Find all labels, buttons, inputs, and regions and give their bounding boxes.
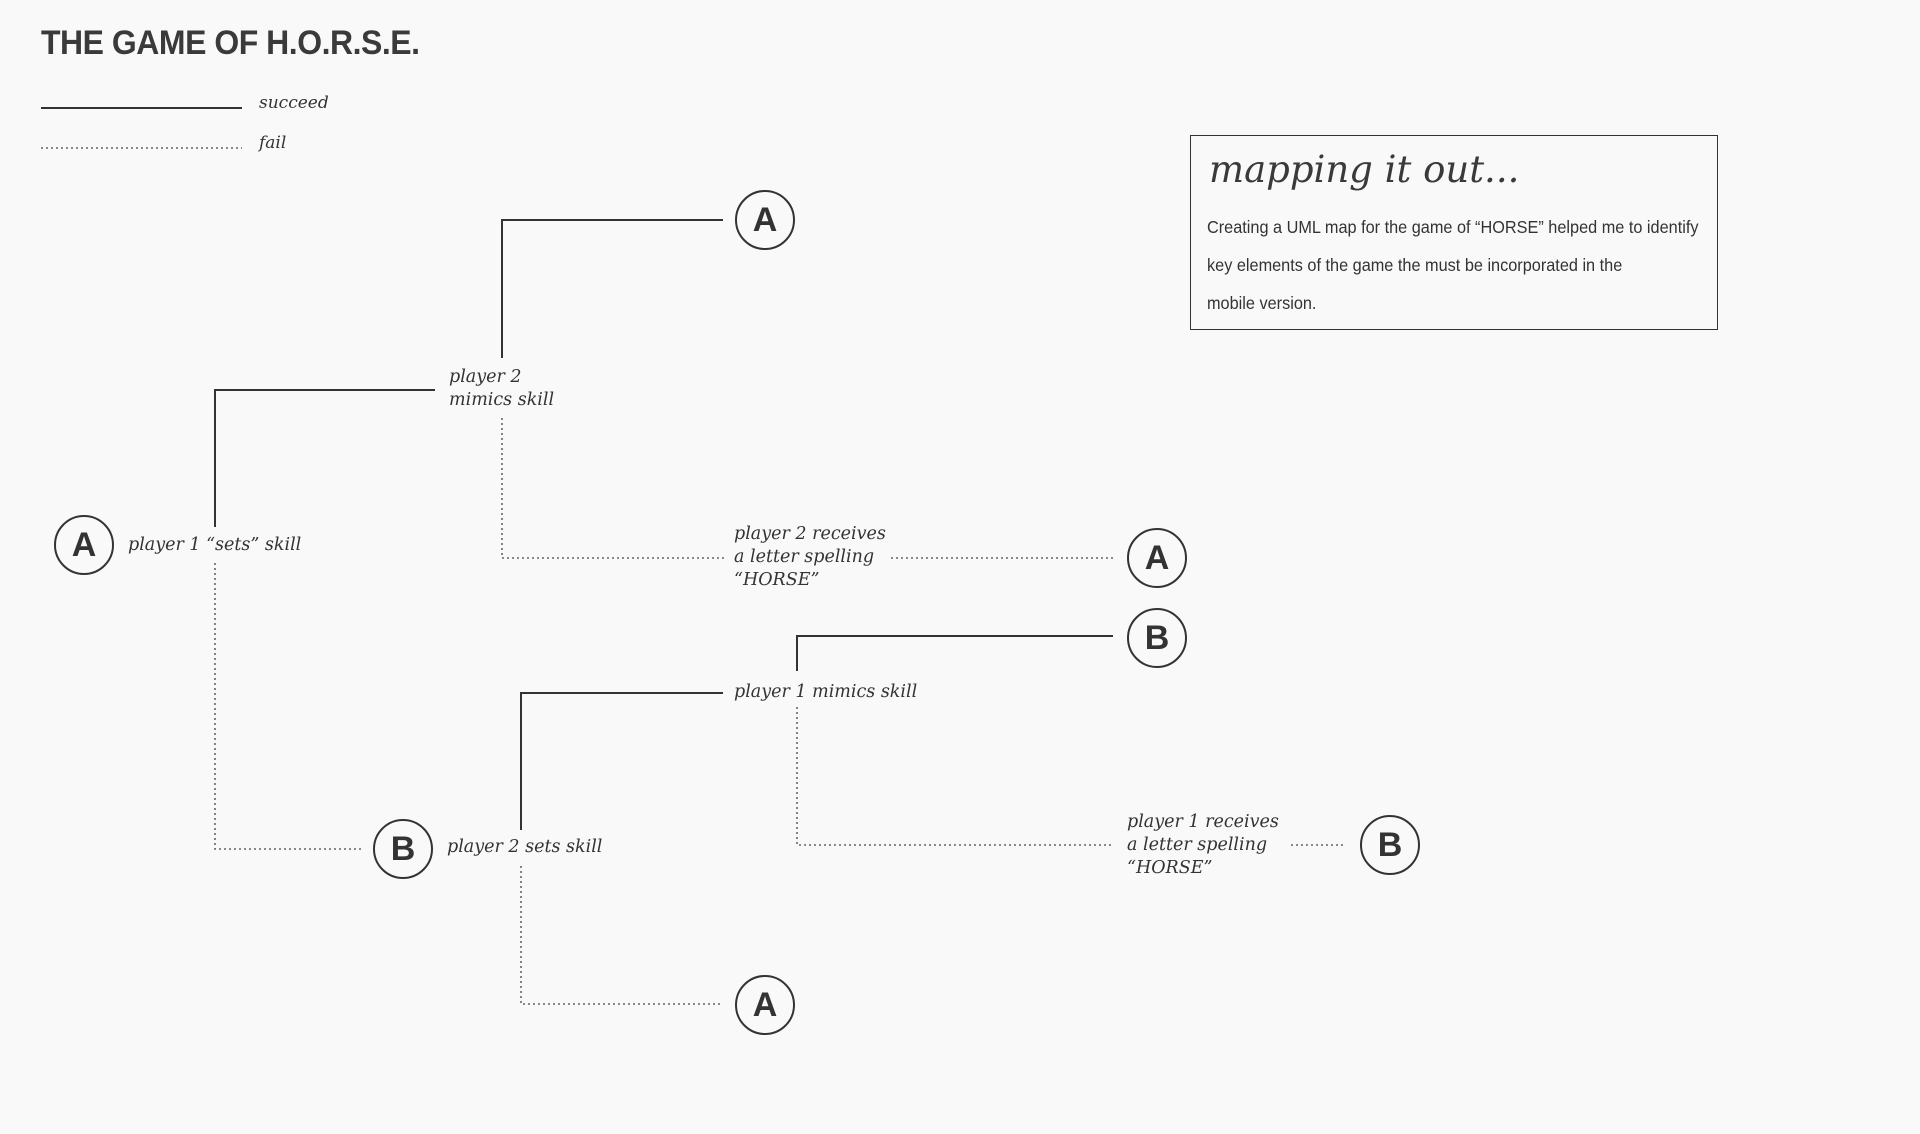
connector-p2-sets-to-a-bottom bbox=[520, 866, 723, 1005]
label-p1-mimics-skill: player 1 mimics skill bbox=[734, 682, 918, 702]
connector-p2-sets-to-p1-mimics bbox=[520, 692, 723, 830]
node-success-a-top: A bbox=[735, 190, 795, 250]
label-line: player 1 receives bbox=[1127, 812, 1279, 832]
connector-p1-sets-to-b bbox=[214, 563, 362, 850]
node-p2-sets-b: B bbox=[373, 819, 433, 879]
node-bottom-a: A bbox=[735, 975, 795, 1035]
connector-p1-sets-to-p2-mimics bbox=[214, 389, 435, 527]
legend-succeed-label: succeed bbox=[259, 93, 329, 113]
page-title: THE GAME OF H.O.R.S.E. bbox=[41, 24, 420, 62]
legend-fail-label: fail bbox=[259, 133, 287, 153]
info-box-line: Creating a UML map for the game of “HORS… bbox=[1207, 217, 1699, 237]
connector-p1-mimics-to-b bbox=[796, 635, 1113, 671]
label-line: “HORSE” bbox=[734, 570, 820, 590]
info-box-line: mobile version. bbox=[1207, 293, 1317, 313]
info-box-heading: mapping it out... bbox=[1209, 148, 1520, 191]
label-line: a letter spelling bbox=[1127, 835, 1268, 855]
label-line: player 2 bbox=[449, 367, 522, 387]
info-box-body: Creating a UML map for the game of “HORS… bbox=[1207, 208, 1698, 322]
connector-p2-mimics-to-p2-receives bbox=[501, 418, 725, 559]
info-box-line: key elements of the game the must be inc… bbox=[1207, 255, 1623, 275]
label-line: mimics skill bbox=[449, 390, 555, 410]
connector-p2-mimics-to-a-top bbox=[501, 219, 723, 358]
connector-p1-mimics-to-p1-receives bbox=[796, 707, 1112, 846]
node-fail-b: B bbox=[1360, 815, 1420, 875]
label-line: a letter spelling bbox=[734, 547, 875, 567]
label-line: “HORSE” bbox=[1127, 858, 1213, 878]
label-line: player 2 receives bbox=[734, 524, 886, 544]
label-p1-receives-letter: player 1 receives a letter spelling “HOR… bbox=[1127, 811, 1279, 880]
label-p2-receives-letter: player 2 receives a letter spelling “HOR… bbox=[734, 523, 886, 592]
label-p2-sets-skill: player 2 sets skill bbox=[447, 837, 603, 857]
label-p2-mimics-skill: player 2 mimics skill bbox=[449, 366, 554, 412]
node-start-a: A bbox=[54, 515, 114, 575]
node-success-b: B bbox=[1127, 608, 1187, 668]
info-box: mapping it out... Creating a UML map for… bbox=[1190, 135, 1718, 330]
node-fail-a-mid: A bbox=[1127, 528, 1187, 588]
label-p1-sets-skill: player 1 “sets” skill bbox=[128, 535, 302, 555]
